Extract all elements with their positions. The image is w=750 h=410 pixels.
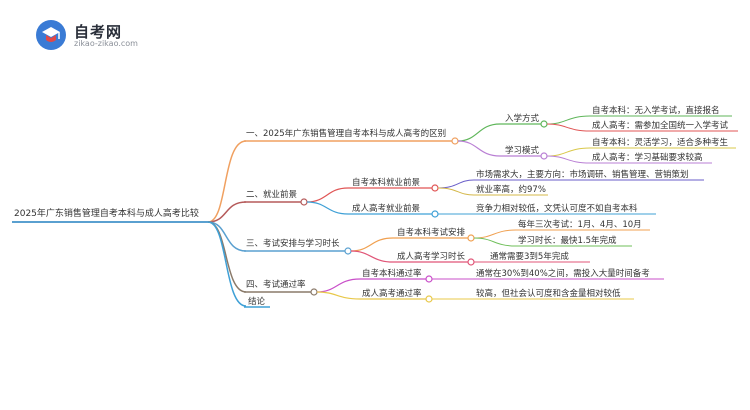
sub-1-1-collapse-dot[interactable]: [540, 120, 548, 128]
branch-5-label: 结论: [248, 296, 266, 307]
sub-2-2[interactable]: 成人高考就业前景: [306, 201, 439, 218]
graduation-cap-icon: [36, 20, 66, 50]
branch-4-label: 四、考试通过率: [246, 279, 306, 290]
branch-2-collapse-dot[interactable]: [300, 198, 308, 206]
leaf-1-2-2: 成人高考：学习基础要求较高: [546, 152, 712, 164]
branch-4-collapse-dot[interactable]: [310, 288, 318, 296]
branch-1-label: 一、2025年广东销售管理自考本科与成人高考的区别: [246, 128, 446, 139]
sub-1-1[interactable]: 入学方式: [457, 113, 548, 142]
root-node[interactable]: 2025年广东销售管理自考本科与成人高考比较: [12, 207, 208, 223]
branch-5-connector: [207, 221, 247, 307]
logo-domain: zikao-zikao.com: [74, 39, 138, 48]
sub-4-1-connector: [316, 278, 361, 293]
leaf-1-1-2: 成人高考：需参加全国统一入学考试: [546, 120, 738, 132]
sub-4-1-label: 自考本科通过率: [362, 268, 422, 279]
sub-3-2[interactable]: 成人高考学习时长: [350, 250, 475, 266]
sub-4-2-collapse-dot[interactable]: [425, 295, 433, 303]
leaf-1-2-2-text: 成人高考：学习基础要求较高: [592, 152, 703, 163]
sub-3-1-label: 自考本科考试安排: [397, 227, 466, 238]
sub-3-2-connector: [350, 250, 394, 263]
leaf-2-1-2-text: 就业率高，约97%: [476, 184, 546, 195]
leaf-3-1-2-text: 学习时长：最快1.5年完成: [518, 235, 617, 246]
branch-2-label: 二、就业前景: [246, 189, 297, 200]
leaf-3-1-2: 学习时长：最快1.5年完成: [473, 235, 632, 247]
sub-4-2-connector: [316, 291, 361, 300]
sub-2-1-collapse-dot[interactable]: [431, 184, 439, 192]
sub-3-2-label: 成人高考学习时长: [397, 251, 466, 262]
sub-4-1-collapse-dot[interactable]: [425, 275, 433, 283]
branch-3-collapse-dot[interactable]: [344, 247, 352, 255]
sub-2-2-collapse-dot[interactable]: [431, 210, 439, 218]
leaf-2-1-2: 就业率高，约97%: [437, 184, 548, 196]
sub-1-2-connector: [457, 140, 501, 157]
leaf-3-2-1-text: 通常需要3到5年完成: [490, 251, 569, 262]
branch-1-connector: [207, 140, 247, 223]
sub-3-1-connector: [350, 237, 394, 252]
sub-2-2-connector: [306, 201, 349, 215]
branch-5[interactable]: 结论: [207, 221, 270, 308]
leaf-1-1-2-text: 成人高考：需参加全国统一入学考试: [592, 120, 729, 131]
leaf-4-1-1-text: 通常在30%到40%之间，需投入大量时间备考: [476, 268, 650, 279]
leaf-4-2-1: 较高，但社会认可度和含金量相对较低: [432, 288, 634, 300]
root-label: 2025年广东销售管理自考本科与成人高考比较: [14, 207, 199, 219]
branch-2-connector: [207, 201, 247, 223]
leaf-1-1-1-text: 自考本科：无入学考试，直接报名: [592, 105, 720, 116]
branch-3-label: 三、考试安排与学习时长: [246, 238, 340, 249]
leaf-3-2-1: 通常需要3到5年完成: [474, 251, 590, 263]
branch-3[interactable]: 三、考试安排与学习时长: [207, 221, 352, 255]
leaf-2-2-1: 竞争力相对较低，文凭认可度不如自考本科: [438, 203, 656, 215]
sub-2-1-connector: [306, 187, 349, 203]
branch-1[interactable]: 一、2025年广东销售管理自考本科与成人高考的区别: [207, 128, 459, 223]
leaf-2-1-1-text: 市场需求大，主要方向：市场调研、销售管理、营销策划: [476, 169, 689, 180]
sub-2-2-label: 成人高考就业前景: [352, 203, 420, 214]
branch-3-connector: [207, 221, 247, 252]
sub-1-1-label: 入学方式: [505, 113, 540, 124]
sub-2-1-label: 自考本科就业前景: [352, 177, 420, 188]
sub-4-2[interactable]: 成人高考通过率: [316, 288, 433, 303]
sub-4-2-label: 成人高考通过率: [362, 288, 422, 299]
sub-1-2[interactable]: 学习模式: [457, 140, 548, 160]
leaf-1-2-1-text: 自考本科：灵活学习，适合多种考生: [592, 137, 729, 148]
leaf-3-1-1-text: 每年三次考试：1月、4月、10月: [518, 219, 642, 230]
sub-1-2-label: 学习模式: [505, 145, 540, 156]
leaf-4-2-1-text: 较高，但社会认可度和含金量相对较低: [476, 288, 621, 299]
sub-3-2-collapse-dot[interactable]: [467, 258, 475, 266]
sub-1-1-connector: [457, 123, 501, 142]
logo-name: 自考网: [74, 23, 123, 41]
leaf-4-1-1: 通常在30%到40%之间，需投入大量时间备考: [432, 268, 664, 280]
leaf-2-2-1-text: 竞争力相对较低，文凭认可度不如自考本科: [476, 203, 638, 214]
sub-1-2-collapse-dot[interactable]: [540, 152, 548, 160]
sub-2-1[interactable]: 自考本科就业前景: [306, 177, 439, 203]
site-logo[interactable]: 自考网 zikao-zikao.com: [34, 18, 174, 52]
sub-3-1-collapse-dot[interactable]: [467, 234, 475, 242]
branch-4-connector: [207, 221, 247, 293]
branch-1-collapse-dot[interactable]: [451, 137, 459, 145]
sub-3-1[interactable]: 自考本科考试安排: [350, 227, 475, 252]
